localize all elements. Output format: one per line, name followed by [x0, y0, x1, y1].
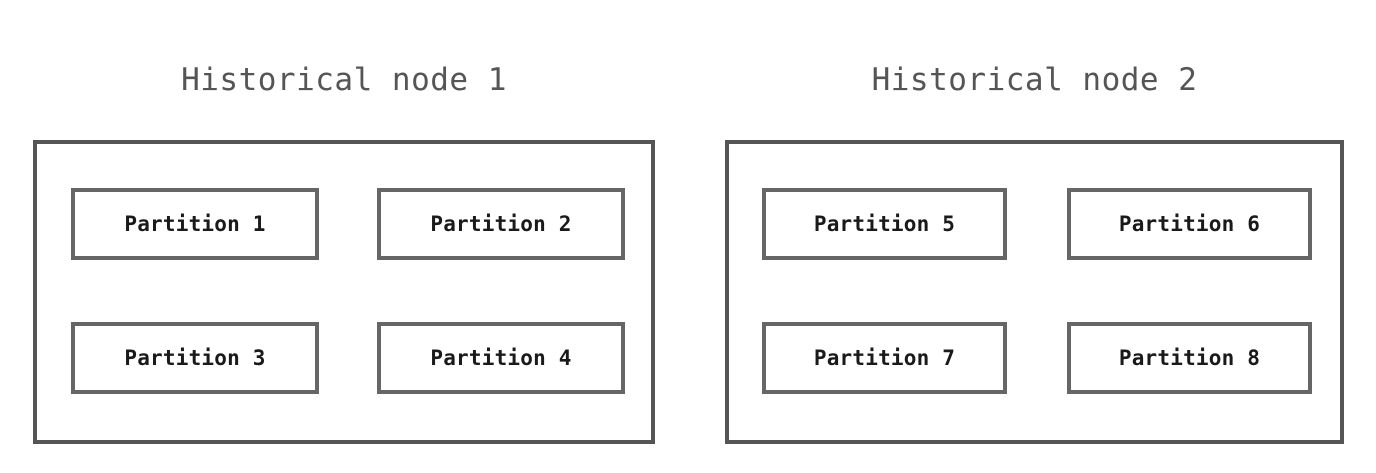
historical-node-1-partition-grid: Partition 1 Partition 2 Partition 3 Part… [33, 140, 655, 444]
partition-box-8[interactable]: Partition 8 [1067, 322, 1312, 394]
partition-label-1: Partition 1 [124, 212, 266, 236]
partition-label-3: Partition 3 [124, 346, 266, 370]
partition-box-5[interactable]: Partition 5 [762, 188, 1007, 260]
partition-label-6: Partition 6 [1118, 212, 1261, 236]
partition-box-4[interactable]: Partition 4 [377, 322, 625, 394]
partition-box-2[interactable]: Partition 2 [377, 188, 625, 260]
partition-box-3[interactable]: Partition 3 [71, 322, 319, 394]
partition-label-7: Partition 7 [813, 346, 956, 370]
partition-box-1[interactable]: Partition 1 [71, 188, 319, 260]
historical-node-2-partition-grid: Partition 5 Partition 6 Partition 7 Part… [725, 140, 1344, 444]
partition-box-7[interactable]: Partition 7 [762, 322, 1007, 394]
partition-label-4: Partition 4 [430, 346, 572, 370]
historical-node-2-title: Historical node 2 [871, 62, 1198, 98]
partition-label-5: Partition 5 [813, 212, 956, 236]
partition-label-8: Partition 8 [1118, 346, 1261, 370]
partition-box-6[interactable]: Partition 6 [1067, 188, 1312, 260]
partition-label-2: Partition 2 [430, 212, 572, 236]
historical-node-1-title: Historical node 1 [181, 62, 507, 98]
historical-node-2-group: Historical node 2 Partition 5 Partition … [725, 60, 1344, 444]
historical-node-1-group: Historical node 1 Partition 1 Partition … [33, 60, 655, 444]
